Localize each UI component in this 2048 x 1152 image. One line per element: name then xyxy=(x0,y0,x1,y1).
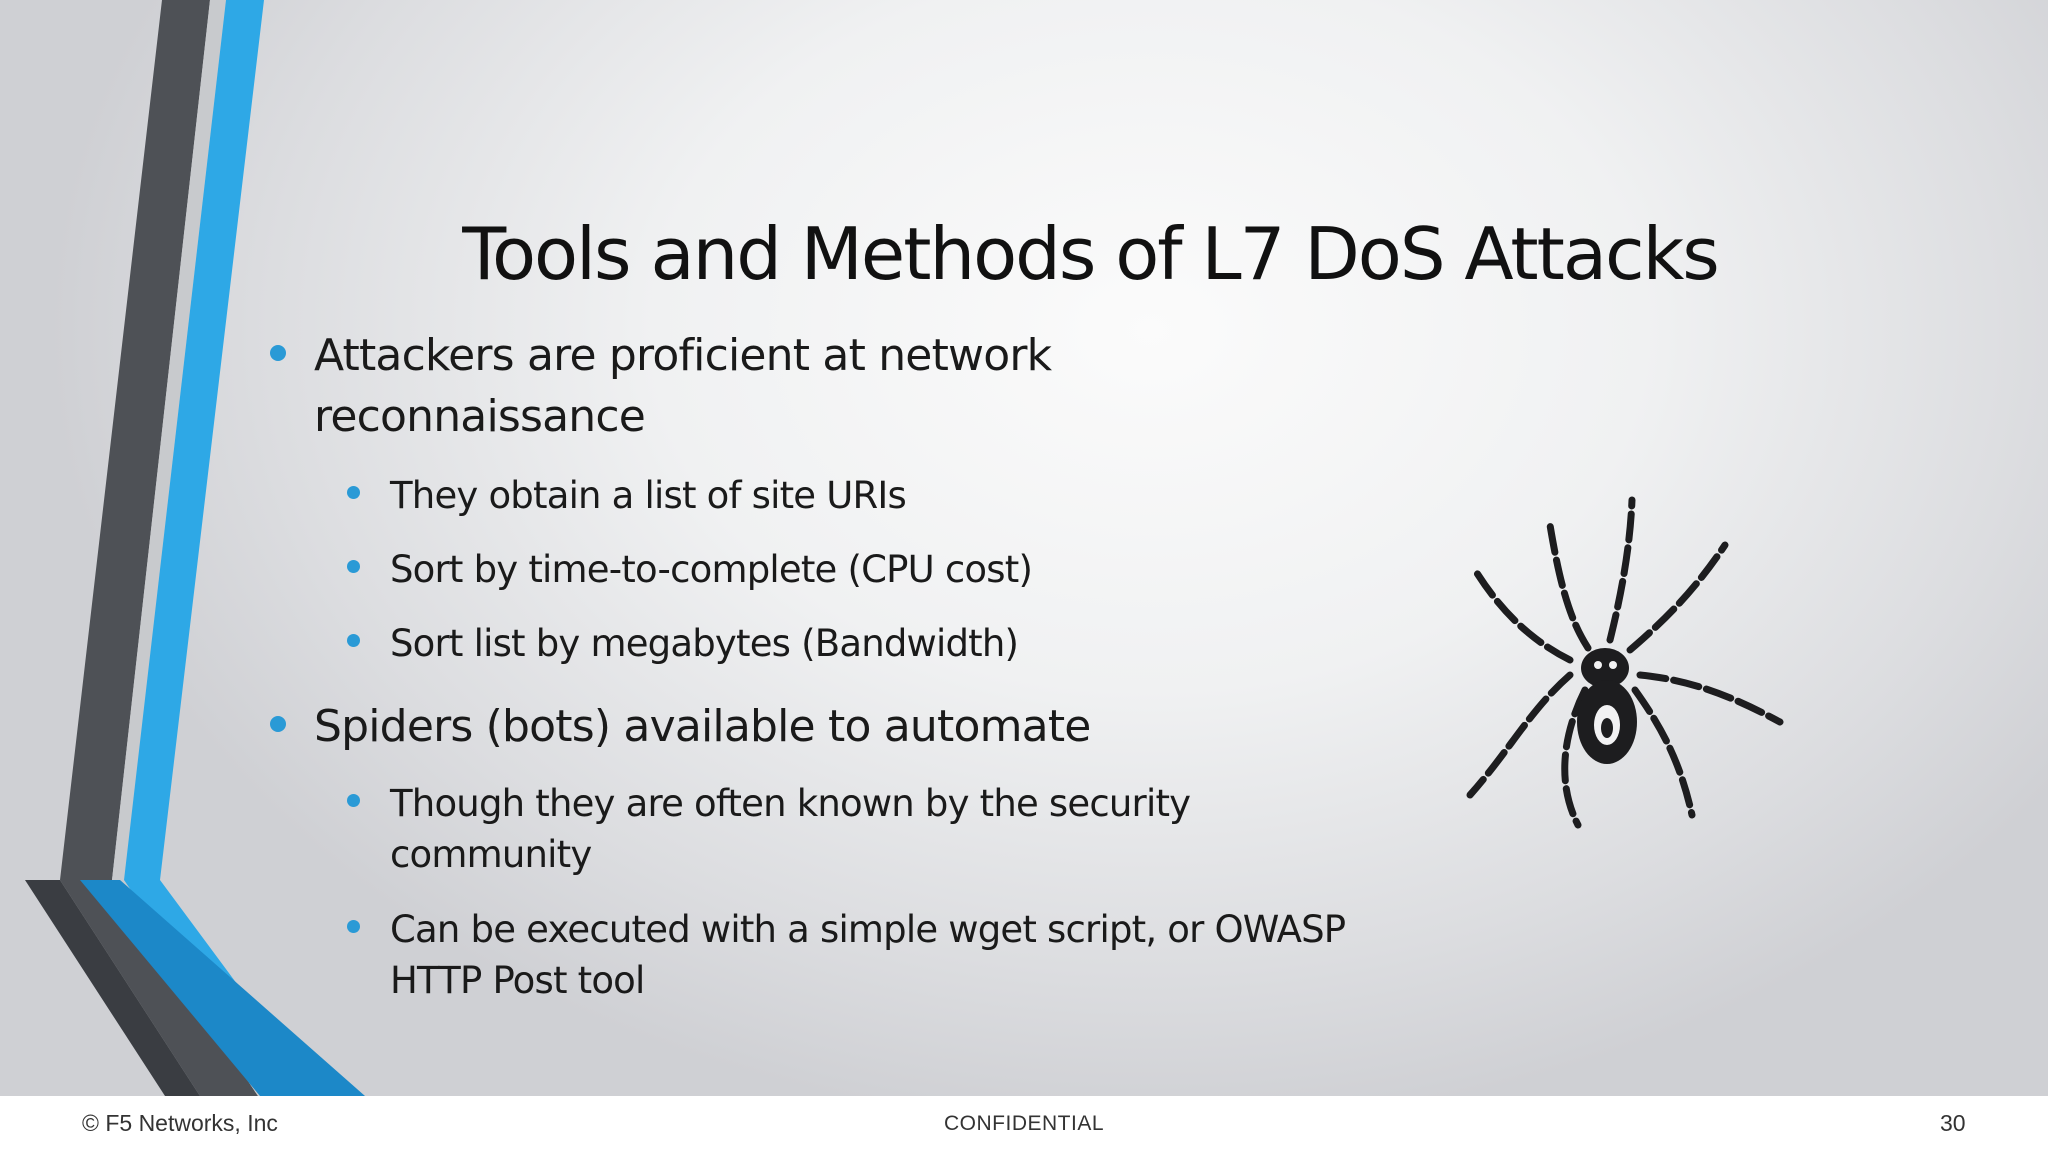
bullet-recon: Attackers are proficient at network reco… xyxy=(270,325,1052,447)
sub-bullet-known: Though they are often known by the secur… xyxy=(347,778,1191,880)
sub-bullet-cpu: Sort by time-to-complete (CPU cost) xyxy=(347,544,1033,595)
stripe-bottom-blue xyxy=(80,880,365,1096)
stripe-light-gap xyxy=(112,0,272,1096)
copyright-text: © F5 Networks, Inc xyxy=(82,1110,278,1136)
bullet-dot xyxy=(270,716,286,732)
bullet-spiders: Spiders (bots) available to automate xyxy=(270,696,1091,757)
bullet-dot xyxy=(347,920,360,933)
spider-icon xyxy=(1466,496,1784,829)
bullet-dot xyxy=(347,634,360,647)
bullet-dot xyxy=(347,486,360,499)
spider-inner-mark xyxy=(1601,718,1613,738)
sub-bullet-uris: They obtain a list of site URIs xyxy=(347,470,907,521)
stripe-blue xyxy=(124,0,320,1096)
spider-legs xyxy=(1466,496,1784,829)
stripe-dark xyxy=(60,0,258,1096)
sub-bullet-bandwidth: Sort list by megabytes (Bandwidth) xyxy=(347,618,1019,669)
sub-bullet-wget: Can be executed with a simple wget scrip… xyxy=(347,904,1346,1006)
bullet-dot xyxy=(347,560,360,573)
page-number: 30 xyxy=(1940,1110,1966,1136)
slide: Tools and Methods of L7 DoS Attacks Atta… xyxy=(0,0,2048,1096)
bullet-dot xyxy=(270,345,286,361)
confidential-label: CONFIDENTIAL xyxy=(944,1112,1105,1135)
stripe-outer-dark xyxy=(25,880,200,1096)
decorative-stripes xyxy=(25,0,365,1096)
slide-title: Tools and Methods of L7 DoS Attacks xyxy=(462,212,1720,296)
bullet-dot xyxy=(347,794,360,807)
footer: © F5 Networks, Inc CONFIDENTIAL 30 xyxy=(0,1096,2048,1152)
